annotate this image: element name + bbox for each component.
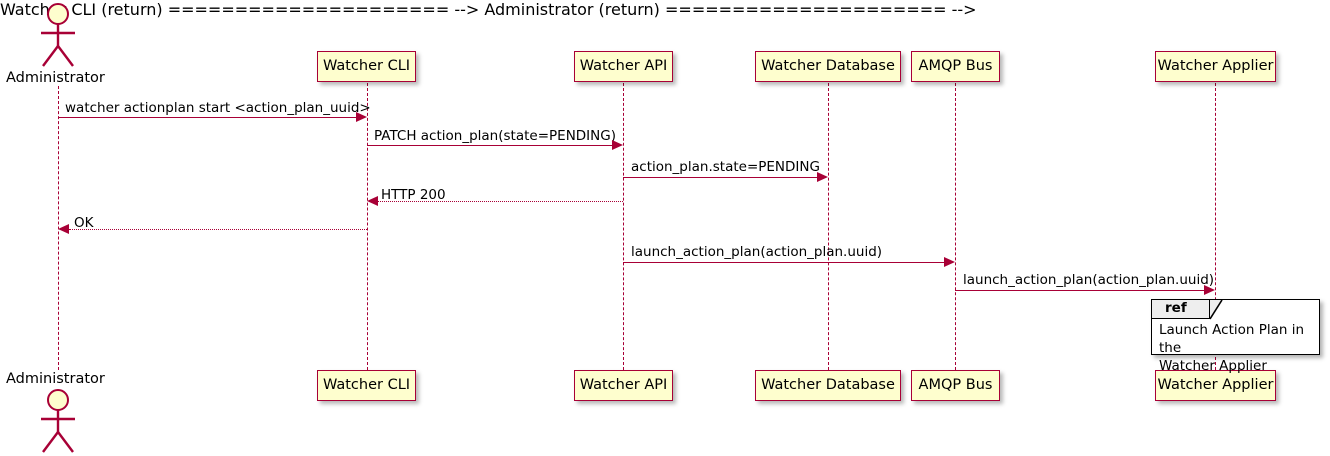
participant-box-watcher-cli-top[interactable]: Watcher CLI [317,51,416,82]
participant-box-watcher-api-top[interactable]: Watcher API [574,51,673,82]
message-arrowhead-m2 [612,140,623,150]
message-line-m5 [69,229,367,230]
participant-box-watcher-database-bottom[interactable]: Watcher Database [755,370,901,401]
message-label-m5: OK [74,215,94,231]
message-arrowhead-m1 [356,112,367,122]
lifeline-watcher-api [623,83,624,370]
ref-fragment-box[interactable]: ref Launch Action Plan in the Watcher Ap… [1151,299,1320,374]
actor-stick-figure-icon [41,3,75,67]
message-line-m7 [955,290,1205,291]
participant-box-watcher-applier-top[interactable]: Watcher Applier [1155,51,1276,82]
actor-label-administrator-bottom: Administrator [6,371,105,387]
message-arrowhead-m7 [1204,285,1215,295]
message-label-m1: watcher actionplan start <action_plan_uu… [65,100,371,116]
ref-fragment-tab-label: ref [1152,300,1210,319]
participant-box-amqp-bus-top[interactable]: AMQP Bus [911,51,1000,82]
message-arrowhead-m3 [817,172,828,182]
ref-corner-fold-icon [1210,300,1223,320]
message-line-m6 [623,262,945,263]
participant-box-watcher-database-top[interactable]: Watcher Database [755,51,901,82]
message-arrowhead-m4 [367,196,378,206]
lifeline-amqp-bus [955,83,956,370]
lifeline-watcher-cli [367,83,368,370]
actor-stick-figure-icon [41,389,75,453]
lifeline-watcher-database [828,83,829,370]
participant-box-watcher-applier-bottom[interactable]: Watcher Applier [1155,370,1276,401]
message-label-m2: PATCH action_plan(state=PENDING) [374,128,616,144]
message-line-m4 [378,201,623,202]
participant-box-watcher-cli-bottom[interactable]: Watcher CLI [317,370,416,401]
message-label-m7: launch_action_plan(action_plan.uuid) [963,272,1215,288]
actor-administrator-bottom [32,388,84,454]
message-arrowhead-m5 [58,224,69,234]
actor-label-administrator-top: Administrator [6,70,105,86]
actor-administrator-top [32,2,84,68]
message-line-m3 [623,177,818,178]
participant-box-amqp-bus-bottom[interactable]: AMQP Bus [911,370,1000,401]
message-line-m2 [367,145,613,146]
participant-box-watcher-api-bottom[interactable]: Watcher API [574,370,673,401]
ref-fragment-tab-corner-edge-icon [1210,300,1223,320]
message-label-m6: launch_action_plan(action_plan.uuid) [631,244,883,260]
message-label-m3: action_plan.state=PENDING [631,159,820,175]
message-line-m1 [58,117,357,118]
lifeline-watcher-applier [1215,83,1216,370]
message-arrowhead-m6 [944,257,955,267]
ref-fragment-body-text: Launch Action Plan in the Watcher Applie… [1159,322,1305,374]
message-label-m4: HTTP 200 [381,187,446,203]
